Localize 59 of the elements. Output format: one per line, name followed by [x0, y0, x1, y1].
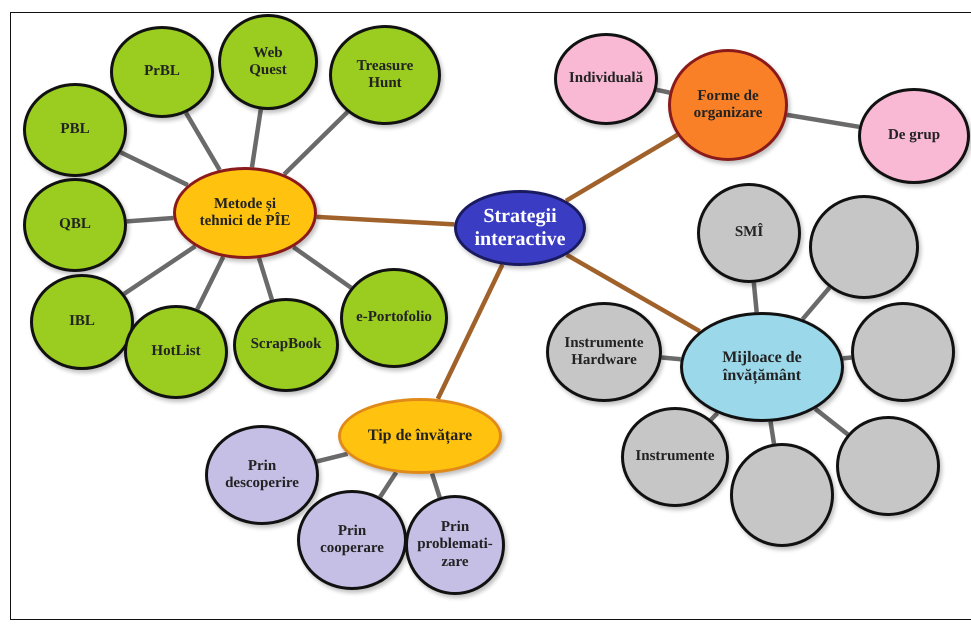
- node-label: IBL: [69, 313, 95, 331]
- node-label: Forme de organizare: [692, 88, 764, 122]
- connector-line: [282, 110, 349, 176]
- node-label: SMÎ: [734, 224, 764, 242]
- connector-line: [120, 150, 189, 188]
- item-ellipse: [546, 302, 662, 402]
- node-label: e-Portofolio: [356, 309, 432, 327]
- node-label: Prin descoperire: [224, 458, 300, 492]
- hub-ellipse: [454, 190, 586, 266]
- node-label: PrBL: [144, 63, 180, 81]
- empty-ellipse: [836, 416, 940, 516]
- empty-ellipse: [851, 302, 955, 402]
- connector-line: [566, 252, 701, 334]
- connector-line: [430, 472, 442, 498]
- node-label: Treasure Hunt: [356, 58, 414, 92]
- node-label: PBL: [60, 121, 90, 139]
- item-ellipse: [110, 26, 214, 118]
- connector-line: [709, 412, 719, 422]
- connector-line: [436, 264, 504, 400]
- connector-line: [661, 355, 682, 362]
- empty-ellipse: [730, 443, 834, 547]
- node-label: Instrumente: [635, 448, 715, 466]
- node-label: HotList: [151, 343, 201, 361]
- connector-line: [786, 112, 860, 130]
- node-label: Web Quest: [248, 44, 288, 80]
- node-label: Strategii interactive: [473, 205, 567, 251]
- node-label: ScrapBook: [250, 336, 322, 354]
- node-label: Tip de învățare: [368, 426, 472, 446]
- node-label: Metode și tehnici de PÎE: [198, 196, 292, 230]
- connector-line: [316, 214, 454, 227]
- node-label: Prin cooperare: [319, 522, 385, 558]
- connector-line: [250, 109, 263, 168]
- item-ellipse: [218, 14, 318, 110]
- node-label: Prin problemati- zare: [416, 519, 494, 571]
- connector-line: [768, 421, 776, 444]
- connector-line: [564, 133, 678, 203]
- node-label: Individuală: [568, 70, 644, 88]
- connector-line: [292, 245, 352, 290]
- item-ellipse: [405, 495, 505, 595]
- connector-line: [814, 407, 850, 436]
- connector-line: [842, 355, 852, 361]
- connector-line: [316, 452, 348, 464]
- node-label: Mijloace de învățământ: [721, 348, 803, 386]
- node-label: QBL: [59, 216, 91, 234]
- connector-line: [800, 286, 832, 321]
- item-ellipse: [30, 274, 134, 370]
- connector-line: [256, 257, 274, 300]
- connector-line: [122, 244, 197, 296]
- node-label: Instrumente Hardware: [563, 334, 645, 370]
- item-ellipse: [297, 490, 407, 590]
- item-ellipse: [124, 305, 228, 399]
- item-ellipse: [621, 407, 729, 507]
- connector-line: [126, 216, 174, 224]
- connector-line: [378, 471, 398, 498]
- item-ellipse: [340, 268, 448, 368]
- node-label: De grup: [888, 127, 940, 145]
- item-ellipse: [23, 178, 127, 272]
- connector-line: [752, 282, 759, 312]
- connector-line: [656, 88, 670, 95]
